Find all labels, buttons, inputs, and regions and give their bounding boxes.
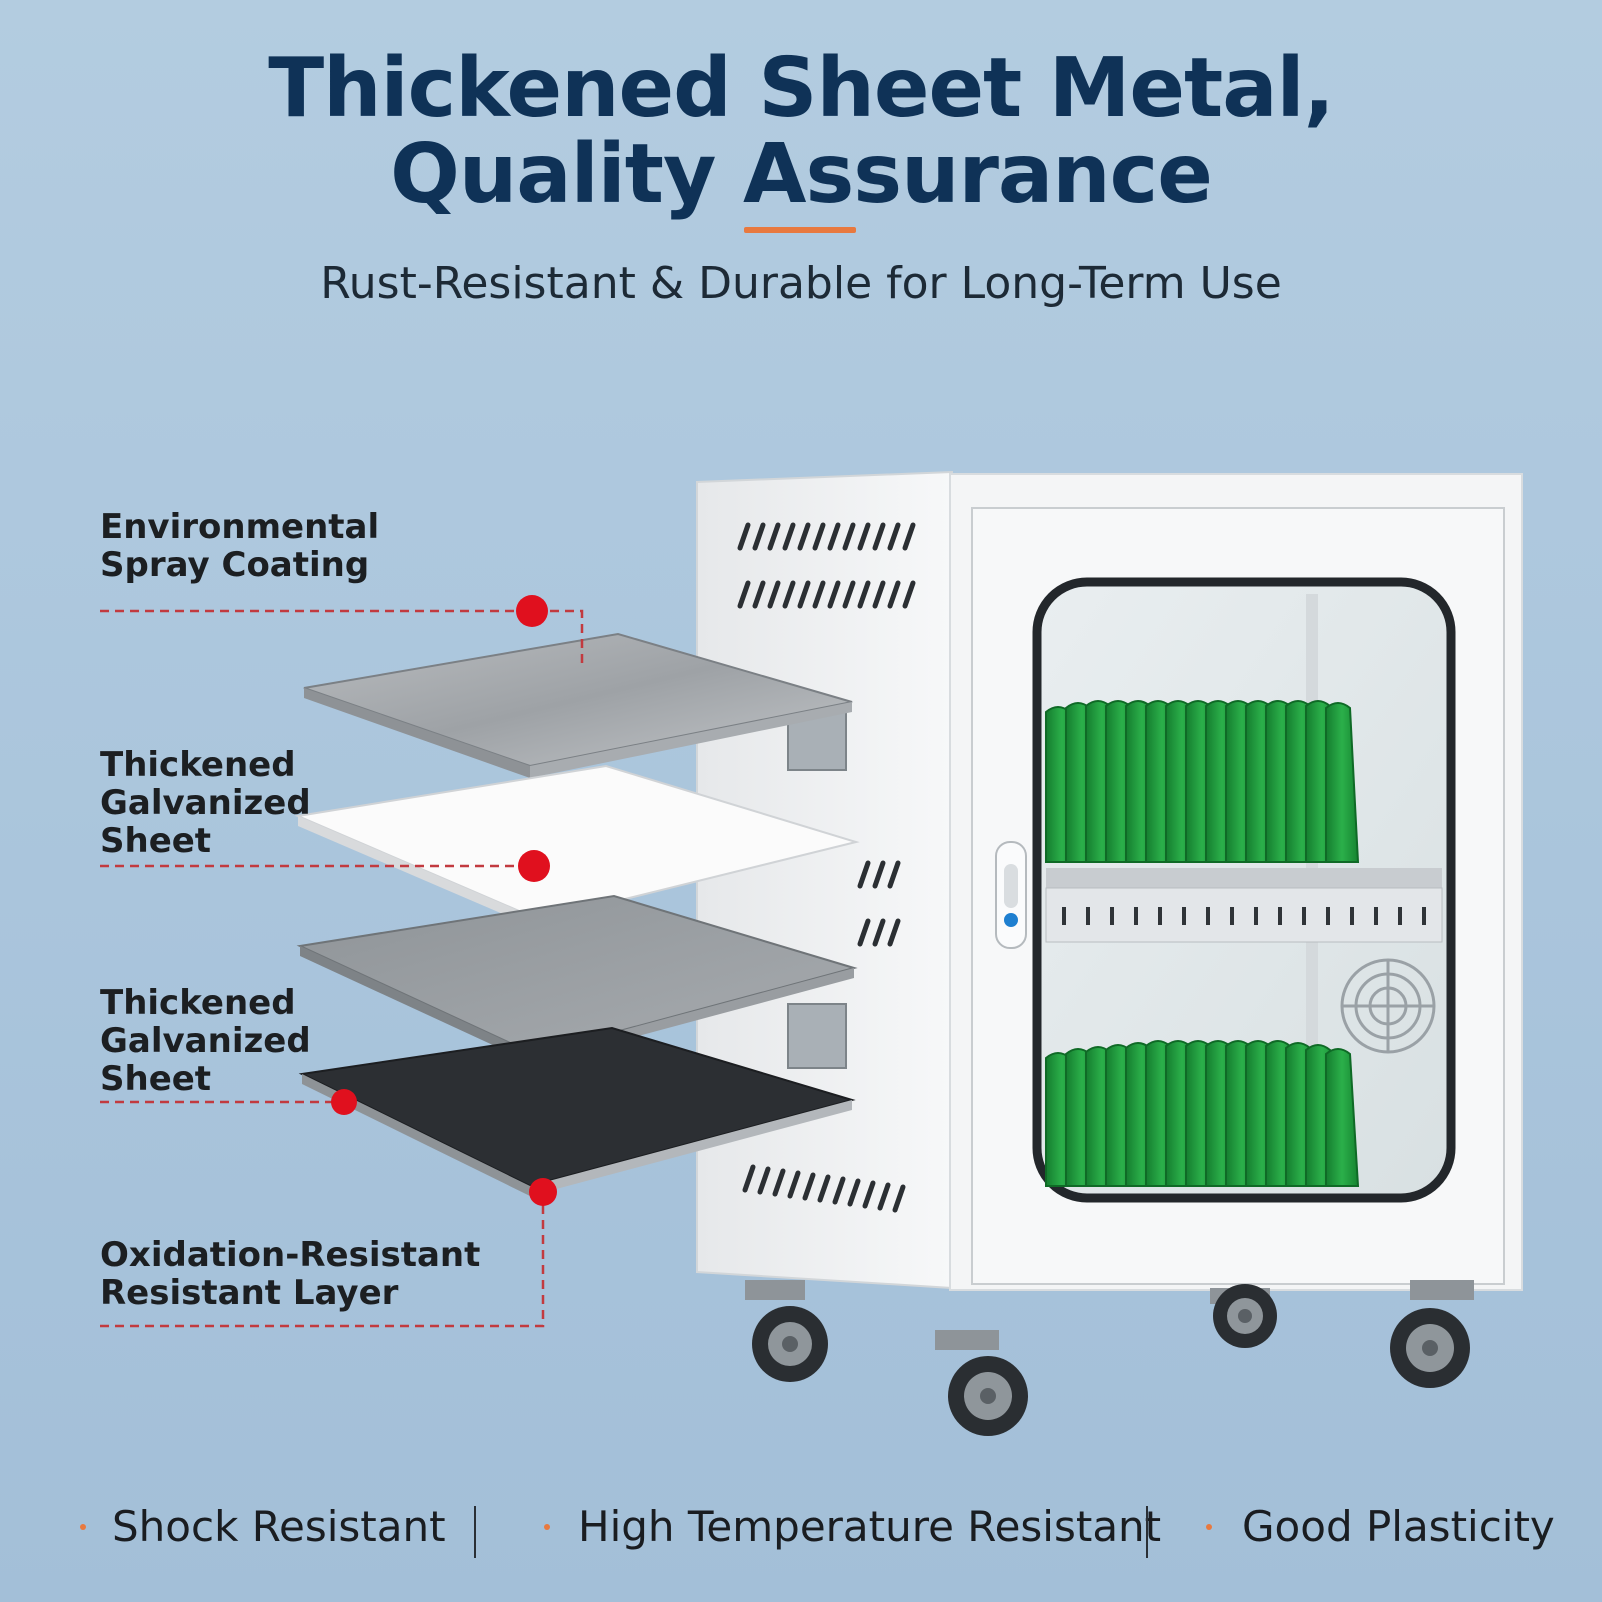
layer-sheet-galvanized-1	[294, 764, 860, 930]
bullet-dot-icon	[80, 1524, 86, 1530]
label-line: Sheet	[100, 1059, 212, 1099]
feature-high-temperature: High Temperature Resistant	[578, 1502, 1162, 1551]
layer-sheet-oxidation-resistant	[298, 1026, 856, 1196]
feature-separator	[1146, 1506, 1148, 1558]
label-line: Resistant Layer	[100, 1273, 399, 1313]
lower-device-slots	[1045, 1040, 1360, 1187]
headline-line-1: Thickened Sheet Metal,	[268, 41, 1335, 136]
label-line: Oxidation-Resistant	[100, 1235, 481, 1275]
fan-grille-icon	[1340, 958, 1436, 1054]
layer-label-coating: Environmental Spray Coating	[100, 508, 379, 584]
upper-device-slots	[1045, 700, 1360, 863]
layer-label-galvanized-2: Thickened Galvanized Sheet	[100, 984, 311, 1098]
charging-cabinet	[696, 470, 1523, 1291]
bullet-dot-icon	[544, 1524, 550, 1530]
label-line: Thickened	[100, 983, 296, 1023]
accent-underline	[744, 227, 856, 233]
callout-dots	[331, 595, 557, 1206]
layer-label-oxidation: Oxidation-Resistant Resistant Layer	[100, 1236, 480, 1312]
label-line: Galvanized	[100, 1021, 311, 1061]
label-line: Thickened	[100, 745, 296, 785]
feature-good-plasticity: Good Plasticity	[1242, 1502, 1555, 1551]
subtitle: Rust-Resistant & Durable for Long-Term U…	[320, 258, 1282, 309]
bullet-dot-icon	[1206, 1524, 1212, 1530]
vent-slots	[737, 522, 916, 1213]
headline-line-2: Quality Assurance	[390, 127, 1213, 222]
label-line: Sheet	[100, 821, 212, 861]
caster-wheels	[745, 1280, 1474, 1436]
label-line: Spray Coating	[100, 545, 370, 585]
layer-sheet-coating	[303, 632, 853, 778]
feature-shock-resistant: Shock Resistant	[112, 1502, 446, 1551]
callout-lines	[100, 609, 584, 1328]
layer-label-galvanized-1: Thickened Galvanized Sheet	[100, 746, 311, 860]
feature-separator	[474, 1506, 476, 1558]
label-line: Galvanized	[100, 783, 311, 823]
label-line: Environmental	[100, 507, 380, 547]
